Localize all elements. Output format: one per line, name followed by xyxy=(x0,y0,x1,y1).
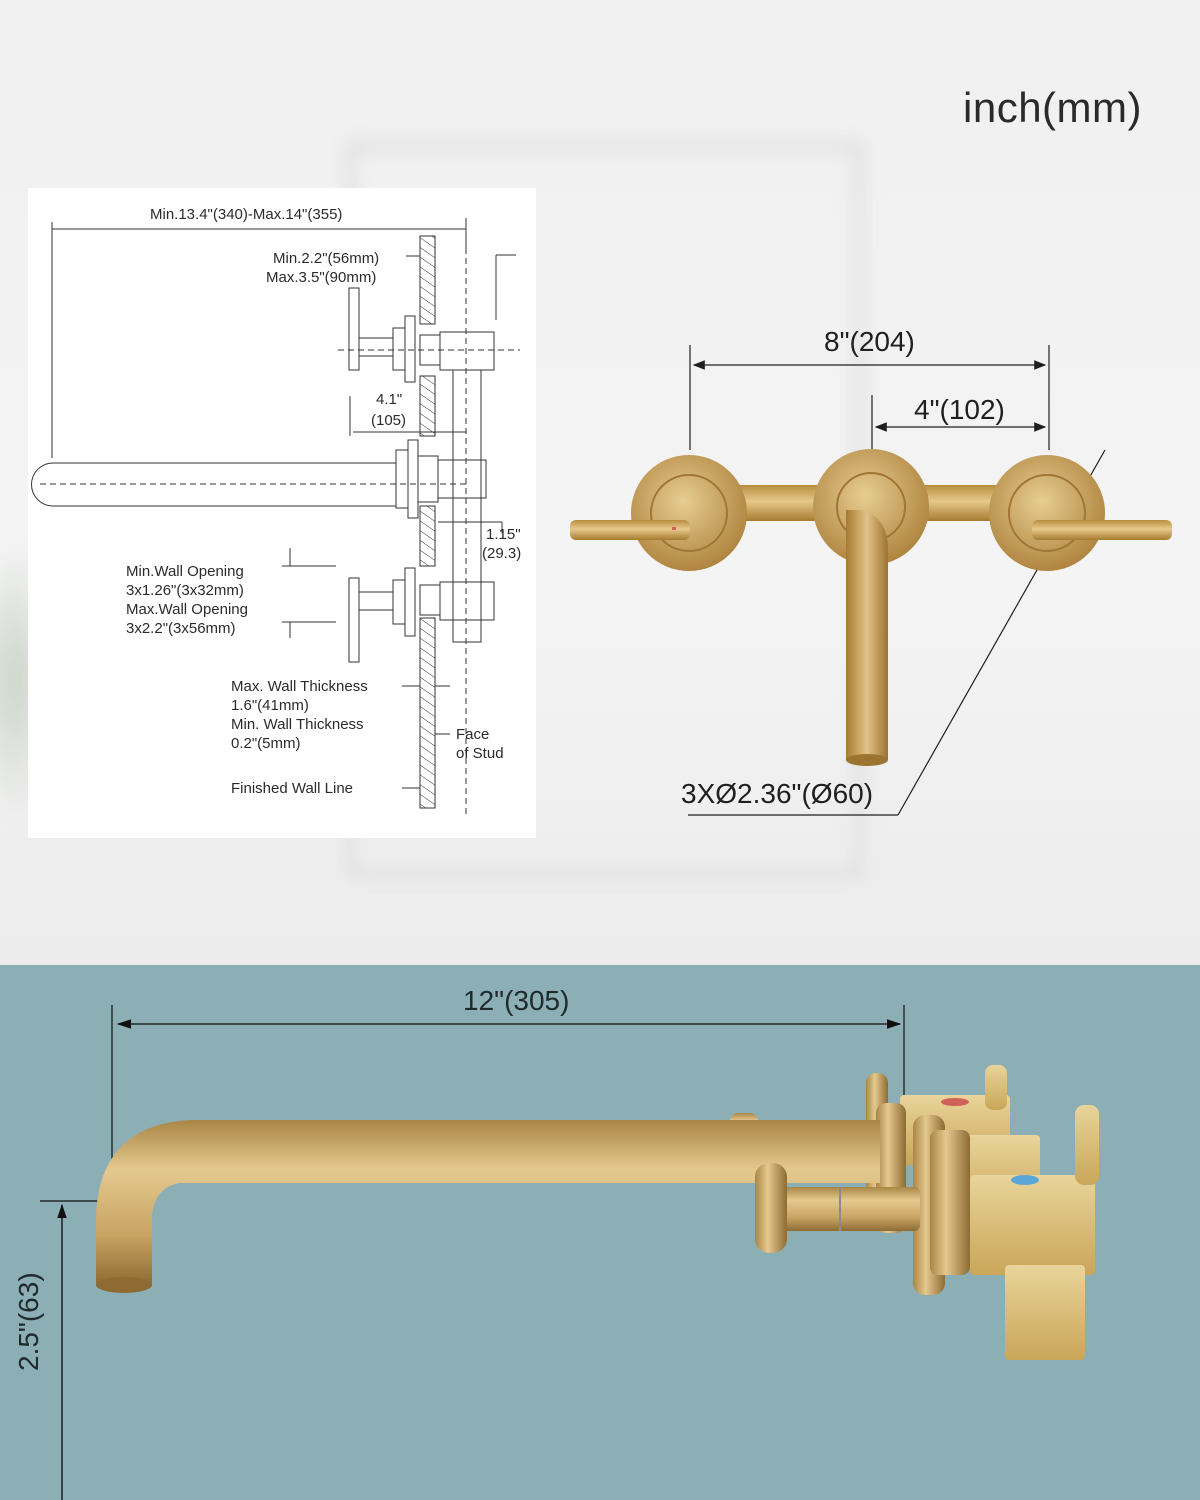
overall-length-label: Min.13.4"(340)-Max.14"(355) xyxy=(150,206,342,223)
wall-opening-min-label: Min.Wall Opening xyxy=(126,563,244,580)
wall-opening-min-value: 3x1.26"(3x32mm) xyxy=(126,582,244,599)
spout-offset-value: 1.15" xyxy=(486,526,521,543)
handle-offset-mm: (105) xyxy=(371,412,406,429)
face-of-stud-line1: Face xyxy=(456,726,489,743)
top-section-background: inch(mm) xyxy=(0,0,1200,965)
technical-side-drawing: Min.13.4"(340)-Max.14"(355) Min.2.2"(56m… xyxy=(28,188,536,838)
escutcheon-diameter-label: 3XØ2.36"(Ø60) xyxy=(681,778,874,809)
wall-thickness-max-value: 1.6"(41mm) xyxy=(231,697,309,714)
side-view-section: 12"(305) 2.5"(63) xyxy=(0,965,1200,1500)
wall-thickness-min-value: 0.2"(5mm) xyxy=(231,735,301,752)
wall-opening-max-label: Max.Wall Opening xyxy=(126,601,248,618)
spout-drop-label: 2.5"(63) xyxy=(13,1272,44,1371)
side-view-graphic xyxy=(40,1005,1099,1500)
handle-spread-label: 8"(204) xyxy=(824,326,915,357)
faucet-front-view: 8"(204) 4"(102) 3XØ2.36"(Ø60) xyxy=(560,320,1200,840)
spout-reach-label: 12"(305) xyxy=(463,985,570,1016)
units-label: inch(mm) xyxy=(963,84,1142,131)
valve-depth-max-label: Max.3.5"(90mm) xyxy=(266,269,376,286)
valve-depth-min-label: Min.2.2"(56mm) xyxy=(273,250,379,267)
side-drawing-lines: Min.13.4"(340)-Max.14"(355) Min.2.2"(56m… xyxy=(31,206,521,818)
wall-thickness-max-label: Max. Wall Thickness xyxy=(231,678,368,695)
handle-offset-value: 4.1" xyxy=(376,391,402,408)
spout-offset-mm: (29.3) xyxy=(482,545,521,562)
wall-thickness-min-label: Min. Wall Thickness xyxy=(231,716,364,733)
front-view-graphic xyxy=(570,345,1172,816)
handle-to-spout-label: 4"(102) xyxy=(914,394,1005,425)
face-of-stud-line2: of Stud xyxy=(456,745,504,762)
finished-wall-line-label: Finished Wall Line xyxy=(231,780,353,797)
wall-opening-max-value: 3x2.2"(3x56mm) xyxy=(126,620,236,637)
